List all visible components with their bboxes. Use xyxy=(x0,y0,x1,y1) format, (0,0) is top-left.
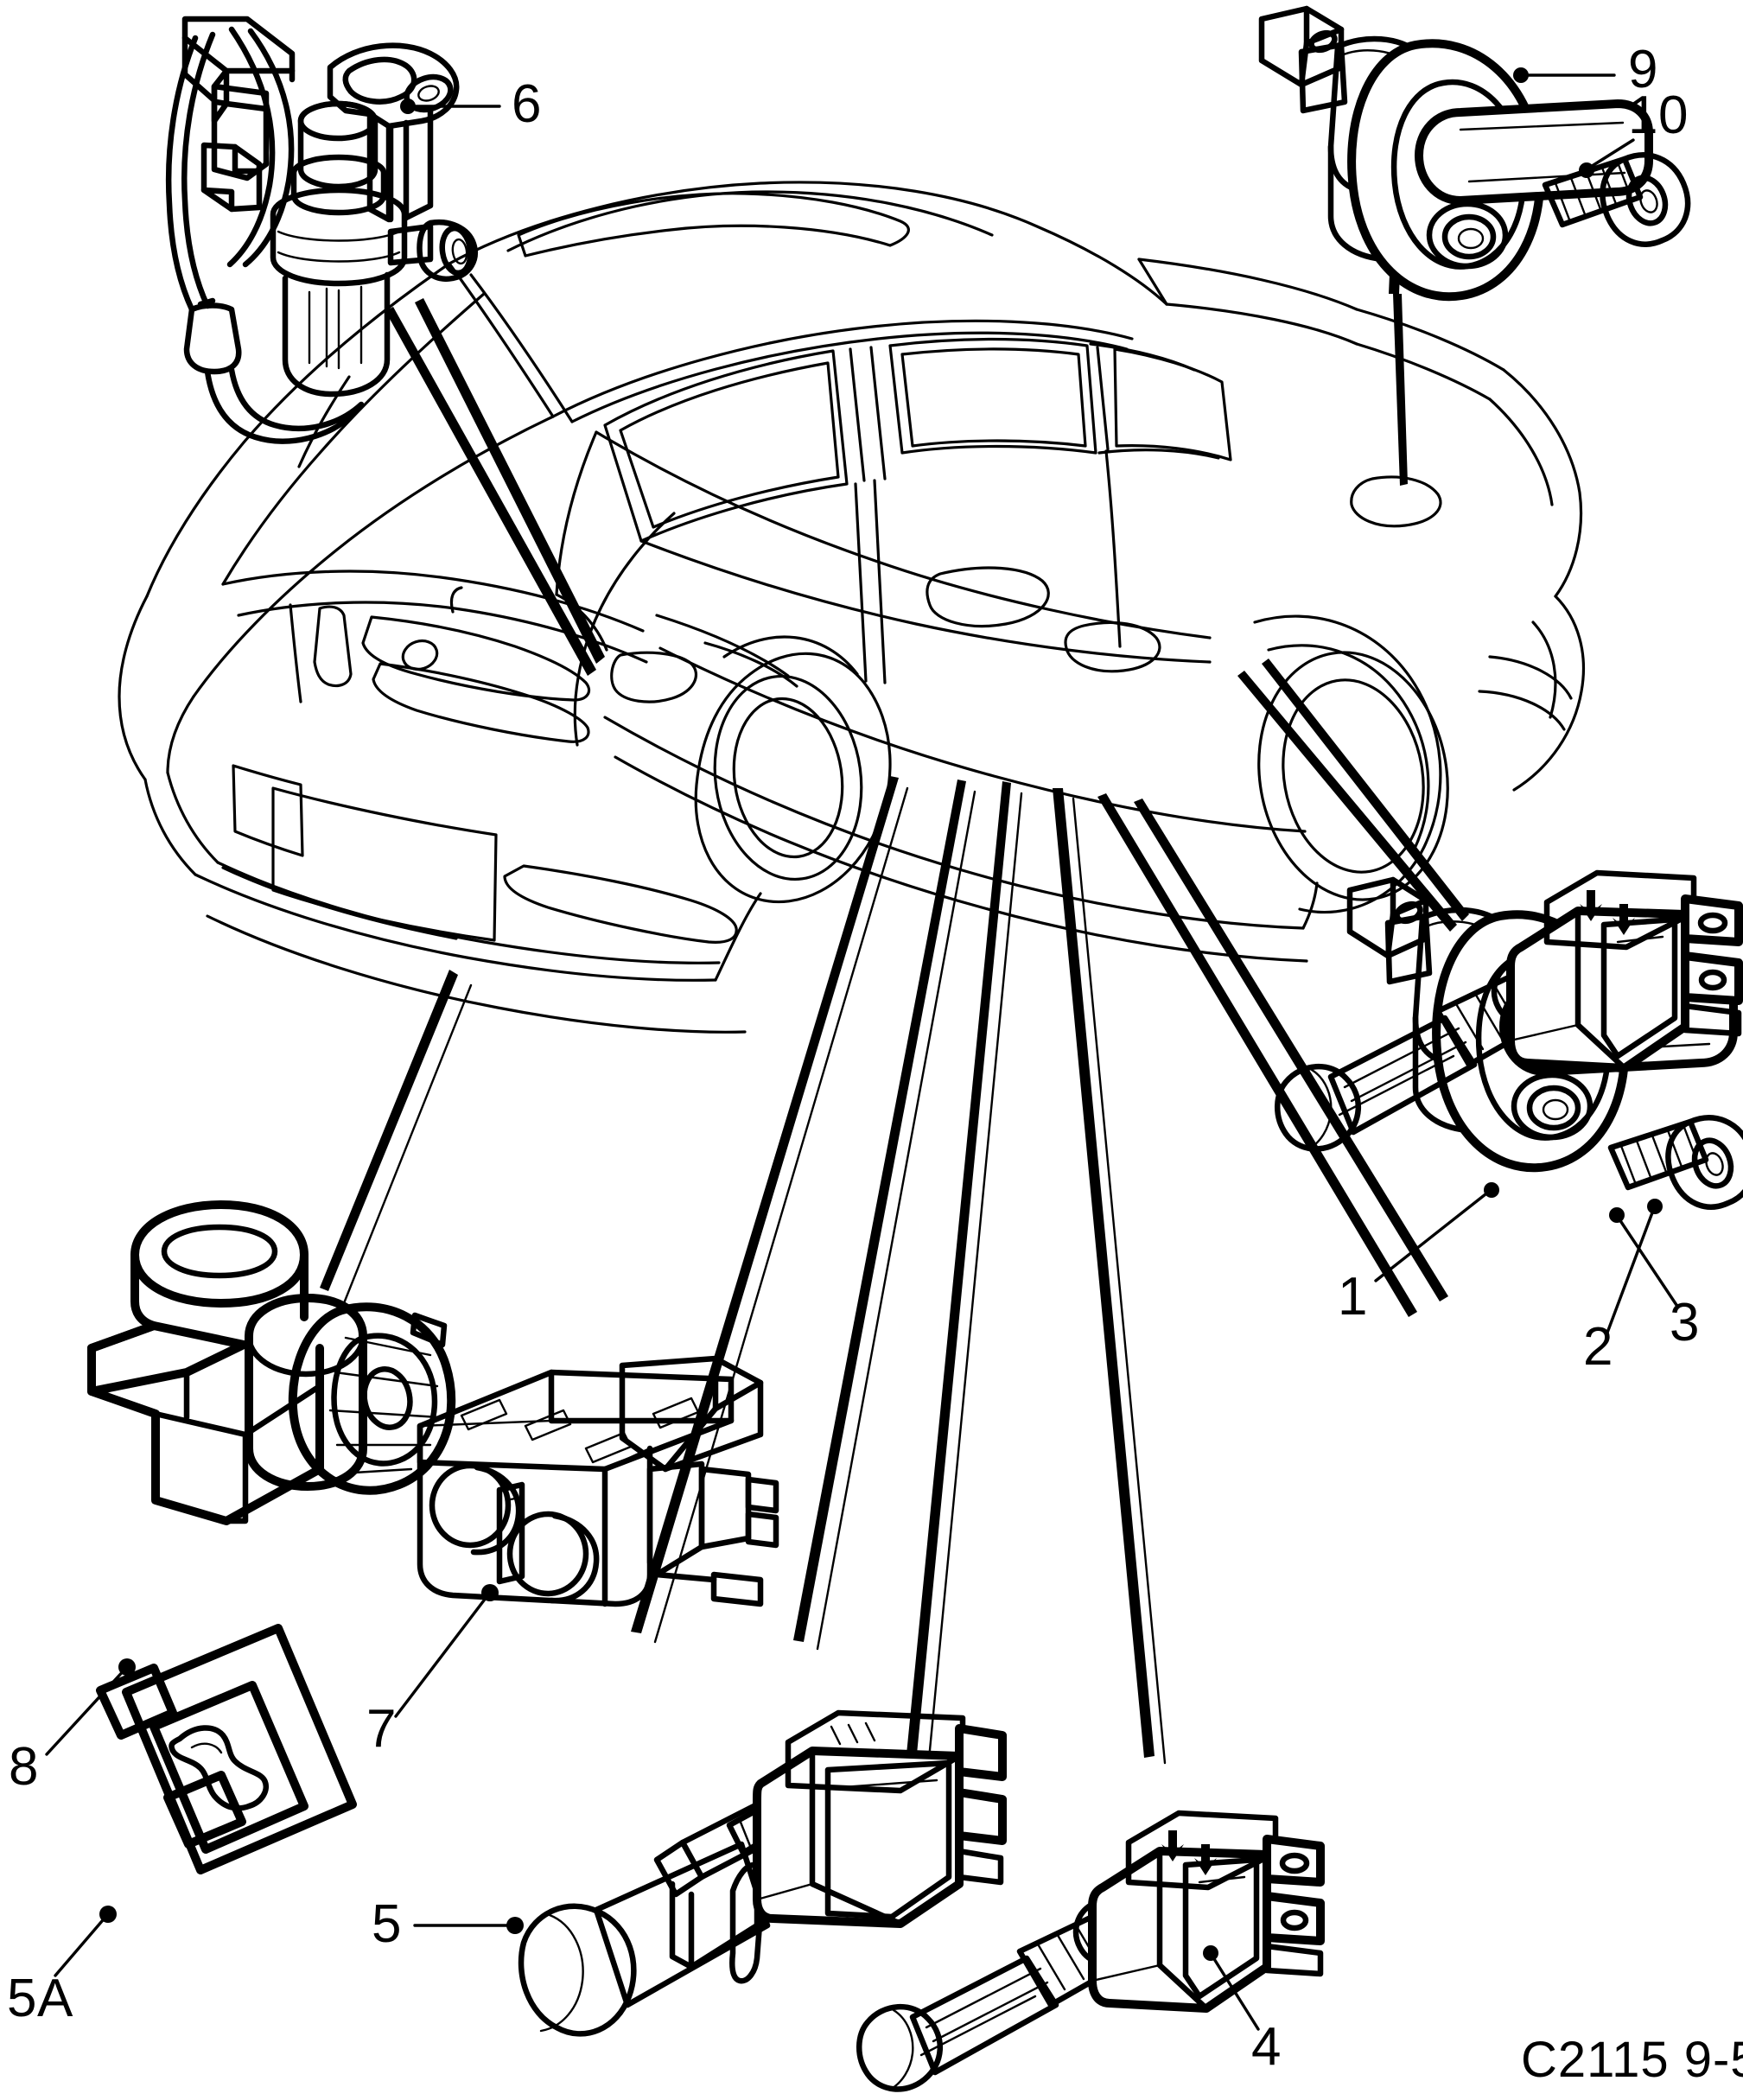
callout-label-1[interactable]: 1 xyxy=(1338,1267,1368,1327)
part-3-pedal-switch xyxy=(1275,869,1743,1152)
part-9-door-switch xyxy=(1258,5,1653,302)
callout-label-5a[interactable]: 5A xyxy=(7,1969,73,2028)
callout-label-9[interactable]: 9 xyxy=(1628,40,1658,99)
callout-label-10[interactable]: 10 xyxy=(1628,86,1689,145)
callout-label-8[interactable]: 8 xyxy=(9,1737,39,1797)
callout-label-2[interactable]: 2 xyxy=(1583,1317,1613,1377)
part-5a-retaining-clip xyxy=(96,1624,357,1874)
callout-label-6[interactable]: 6 xyxy=(512,74,542,134)
part-4-pedal-switch xyxy=(856,1810,1325,2092)
callout-leaders xyxy=(45,67,1678,2031)
part-2-screw xyxy=(1607,1115,1743,1210)
leader-lines xyxy=(320,74,1469,1770)
part-7-switch-module xyxy=(417,1355,779,1607)
callout-label-5[interactable]: 5 xyxy=(372,1894,402,1954)
part-10-screw xyxy=(1542,152,1691,247)
callout-label-7[interactable]: 7 xyxy=(366,1699,397,1759)
diagram-caption: C2115 9-5 xyxy=(1521,2032,1743,2088)
callout-label-4[interactable]: 4 xyxy=(1251,2017,1282,2077)
callout-label-3[interactable]: 3 xyxy=(1670,1293,1700,1352)
part-8-sensor xyxy=(87,1200,456,1525)
part-6-bonnet-switch xyxy=(165,16,478,444)
part-5-brake-light-switch xyxy=(518,1709,1007,2037)
